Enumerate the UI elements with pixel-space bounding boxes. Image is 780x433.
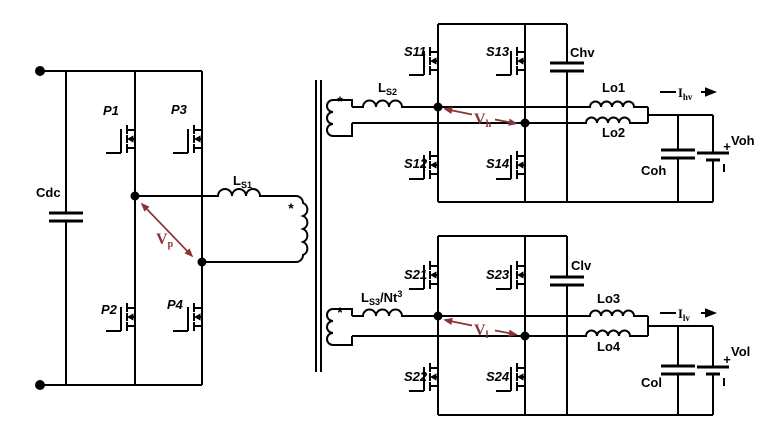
lv-node-b [520,331,530,341]
hv-output-junction [647,107,713,123]
lo3-label: Lo3 [597,291,620,306]
s11-label: S11 [404,44,426,59]
lo4-label: Lo4 [597,339,621,354]
capacitor-chv [548,61,586,73]
capacitor-clv [548,275,586,287]
col-label: Col [641,375,662,390]
s21-label: S21 [404,267,427,282]
node-leg-a [130,191,140,201]
node-leg-b [197,257,207,267]
voh-plus-sign: + [723,139,731,154]
chv-label: Chv [570,45,595,60]
vp-label: Vp [156,231,174,250]
s24-label: S24 [486,369,510,384]
core-lines [315,80,322,372]
hv-lower-wire-lo2 [352,116,648,124]
s14-label: S14 [486,156,510,171]
vh-label: Vh [474,111,492,130]
vl-label: Vl [474,322,489,341]
hv-winding [326,99,353,137]
vh-arrow-left [443,106,473,116]
lv-winding [326,308,353,346]
lo1-label: Lo1 [602,80,625,95]
p4-label: P4 [167,297,184,312]
dc-terminal-bottom [35,380,45,390]
vh-arrow-right [494,118,518,126]
mosfet-p3 [172,124,203,154]
vl-arrow-right [494,329,518,337]
hv-node-b [520,118,530,128]
s13-label: S13 [486,44,510,59]
dc-terminal-top [35,66,45,76]
vp-arrow [140,202,194,258]
lv-output-junction [647,316,713,336]
coh-label: Coh [641,163,666,178]
battery-voh [695,151,731,162]
s22-label: S22 [404,369,428,384]
ilv-arrowhead [705,308,717,318]
ls1-label: LS1 [233,173,252,190]
ihv-arrowhead [705,87,717,97]
clv-label: Clv [571,258,592,273]
primary-winding-dot: * [288,200,294,216]
primary-bridge: Cdc P1 P3 P2 P4 LS1 * Vp [35,66,309,390]
lv-lower-wire-lo4 [352,329,648,337]
lv-bridge: S21 S23 Clv S22 S24 LS3/Nt3 * Lo3 Lo4 Co… [326,235,750,416]
capacitor-col [659,364,697,376]
p2-label: P2 [101,302,118,317]
lv-winding-dot: * [337,304,343,320]
hv-node-a [433,102,443,112]
lv-upper-wire-ls3-lo3 [352,308,648,317]
hv-upper-wire-ls2-lo1 [352,99,648,108]
s12-label: S12 [404,156,428,171]
ls3-label: LS3/Nt3 [361,289,402,307]
vl-arrow-left [443,317,473,327]
vol-plus-sign: + [723,352,731,367]
ls2-label: LS2 [378,80,397,97]
primary-ac-loop-with-ls1-and-winding [135,188,309,263]
p3-label: P3 [171,102,188,117]
p1-label: P1 [103,103,119,118]
capacitor-coh [659,148,697,160]
capacitor-cdc [47,211,85,223]
voh-label: Voh [731,133,755,148]
lv-node-a [433,311,443,321]
cdc-label: Cdc [36,185,61,200]
vol-label: Vol [731,344,750,359]
battery-vol [695,365,731,376]
hv-bridge: S11 S13 Chv S12 S14 LS2 * Lo1 Lo2 Coh Vo… [326,23,755,203]
ihv-label: Ihv [678,86,693,102]
dc-rails [40,70,202,386]
ilv-label: Ilv [678,307,690,323]
lo2-label: Lo2 [602,125,625,140]
hv-winding-dot: * [337,93,343,109]
transformer-core [315,80,322,372]
mosfet-p1 [105,124,136,154]
s23-label: S23 [486,267,510,282]
